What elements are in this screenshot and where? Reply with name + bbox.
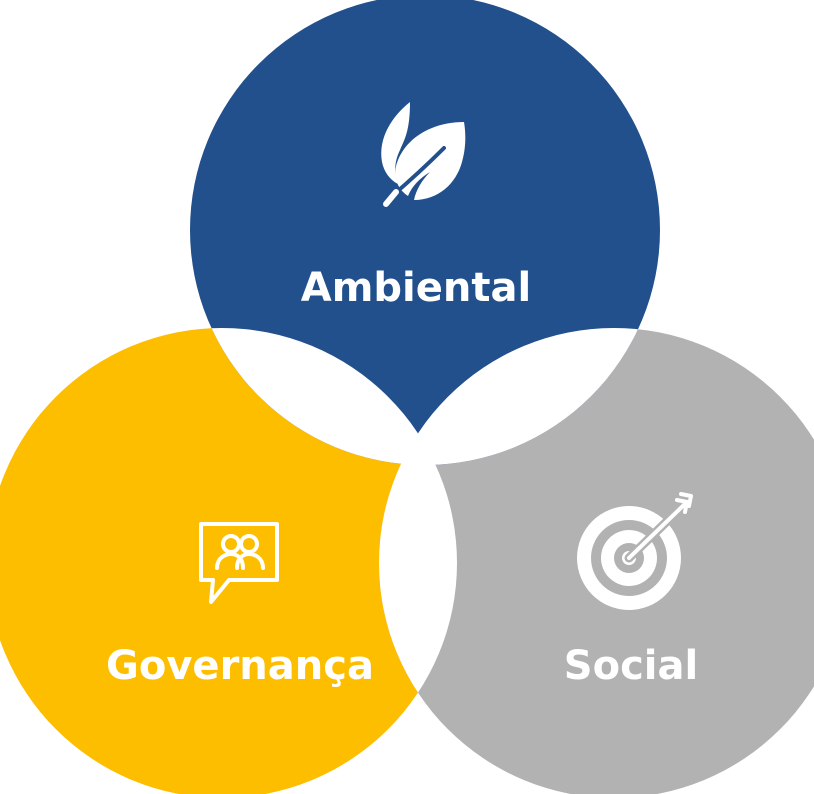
ambiental-label: Ambiental bbox=[301, 265, 531, 311]
governanca-label: Governança bbox=[106, 643, 374, 689]
target-arrow-icon bbox=[577, 492, 693, 610]
overlap-ambiental-social bbox=[379, 328, 660, 465]
leaf-icon bbox=[381, 102, 466, 207]
people-chat-icon bbox=[199, 522, 279, 604]
overlap-ambiental-governanca bbox=[190, 328, 457, 465]
social-label: Social bbox=[564, 643, 698, 689]
